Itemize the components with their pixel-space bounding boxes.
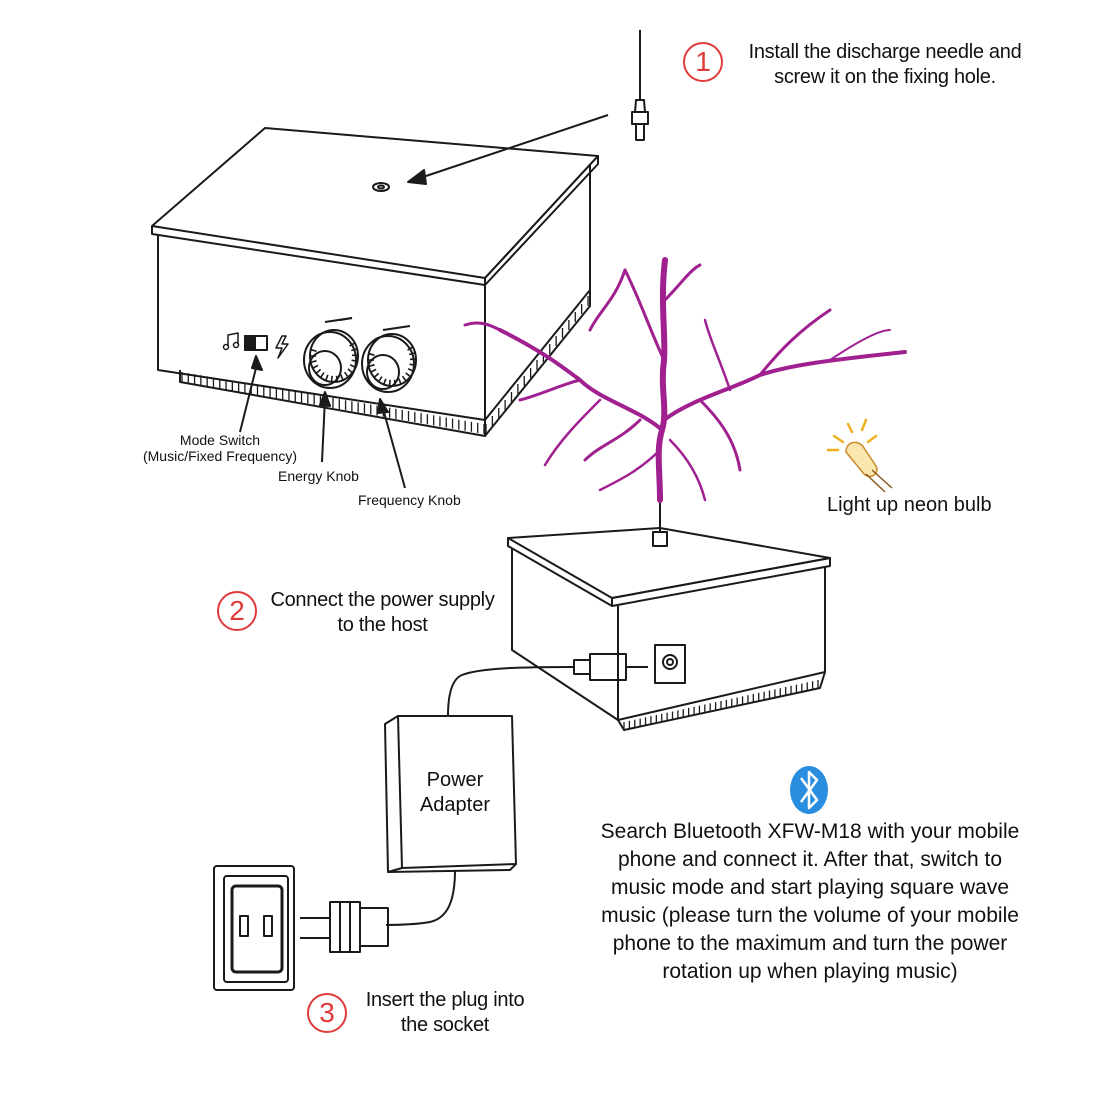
knob-ridge — [310, 360, 317, 364]
frequency-knob-label: Frequency Knob — [358, 492, 461, 508]
wall-socket — [213, 865, 295, 991]
step-2-number: 2 — [217, 591, 257, 631]
knob-ridge — [409, 352, 416, 356]
step-3-line-1: Insert the plug into — [365, 989, 525, 1011]
knob-ridge — [340, 374, 344, 381]
knob-ridge — [393, 379, 397, 386]
music-note-icon — [222, 332, 240, 351]
mode-switch — [244, 335, 268, 351]
knob-ridge — [310, 348, 317, 352]
power-adapter — [384, 715, 517, 926]
power-adapter-label-line-1: Power — [426, 769, 484, 791]
step-1-line-2: screw it on the fixing hole. — [774, 66, 996, 88]
knob-ridge — [335, 375, 339, 382]
mode-switch-label-line-2: (Music/Fixed Frequency) — [142, 448, 298, 464]
needle-base — [652, 500, 668, 547]
knob-ridge — [373, 372, 380, 378]
knob-ridge — [330, 375, 333, 382]
knob-ridge — [409, 363, 416, 367]
knob-ridge — [407, 346, 414, 351]
knob-ridge — [319, 372, 325, 379]
discharge-needle — [631, 30, 649, 141]
knob-ridge — [315, 368, 322, 374]
step-2-line-1: Connect the power supply — [270, 589, 495, 611]
step-2-line-2: to the host — [337, 614, 428, 636]
knob-ridge — [407, 368, 414, 373]
plasma-arc — [463, 257, 907, 503]
knob-ridges — [310, 342, 417, 386]
wall-plug — [300, 901, 389, 953]
lightning-icon — [275, 335, 289, 359]
mode-switch-label: Mode Switch (Music/Fixed Frequency) — [130, 432, 310, 464]
energy-knob-label: Energy Knob — [278, 468, 359, 484]
frequency-knob — [361, 325, 417, 393]
knob-ridge — [401, 375, 407, 382]
needle-arrow — [407, 114, 609, 185]
step-1-text: Install the discharge needle and screw i… — [725, 40, 1045, 90]
knob-ridge — [383, 378, 387, 385]
knob-ridge — [349, 364, 356, 369]
knob-ridge — [325, 374, 329, 381]
knob-ridge — [368, 364, 375, 368]
knob-ridge — [351, 348, 358, 352]
step-1-number: 1 — [683, 42, 723, 82]
host-box-side-view — [507, 527, 831, 731]
bluetooth-icon — [790, 766, 828, 814]
knob-ridge — [343, 371, 349, 378]
knob-ridge — [351, 359, 358, 363]
knob-ridge — [377, 376, 383, 383]
step-3-number: 3 — [307, 993, 347, 1033]
step-1-line-1: Install the discharge needle and — [748, 41, 1022, 63]
neon-bulb-icon — [826, 418, 893, 493]
knob-ridge — [388, 379, 391, 386]
step-2-text: Connect the power supply to the host — [255, 588, 510, 638]
power-adapter-label: Power Adapter — [398, 768, 512, 818]
host-box-front-view — [151, 127, 599, 437]
knob-ridge — [368, 352, 375, 356]
mode-switch-label-line-1: Mode Switch — [179, 432, 261, 448]
knob-ridge — [349, 342, 356, 347]
step-3-line-2: the socket — [400, 1014, 490, 1036]
energy-knob — [303, 317, 359, 389]
vent-teeth — [181, 296, 819, 730]
bluetooth-instructions: Search Bluetooth XFW-M18 with your mobil… — [600, 820, 1020, 983]
knob-ridge — [312, 364, 319, 369]
knob-ridge — [370, 368, 377, 373]
knob-ridge — [398, 378, 402, 385]
step-3-text: Insert the plug into the socket — [345, 988, 545, 1038]
knob-ridge — [405, 372, 411, 378]
power-adapter-label-line-2: Adapter — [419, 794, 491, 816]
neon-bulb-label: Light up neon bulb — [827, 494, 992, 516]
knob-ridge — [347, 368, 353, 374]
dc-plug — [447, 653, 648, 717]
